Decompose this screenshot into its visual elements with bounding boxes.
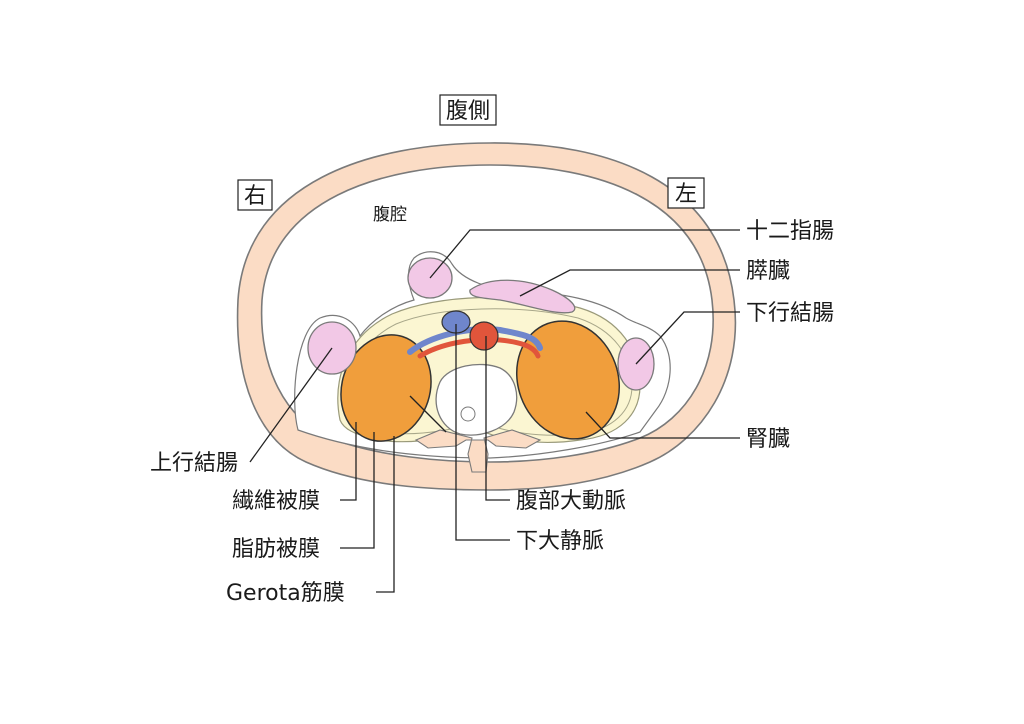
inferior-vena-cava-label: 下大静脈 <box>516 529 604 554</box>
left-label: 左 <box>675 182 697 207</box>
spinal-canal <box>460 406 476 422</box>
abdominal-cavity-label: 腹腔 <box>373 205 407 225</box>
left-box <box>667 177 705 209</box>
abdominal-aorta <box>469 321 499 351</box>
ventral-box <box>439 94 497 126</box>
fibrous-capsule-leader <box>340 422 357 501</box>
kidney-label: 腎臓 <box>746 427 790 452</box>
kidney-leader <box>585 411 740 439</box>
adipose-capsule-label: 脂肪被膜 <box>232 537 320 562</box>
body-wall <box>236 142 737 491</box>
descending-colon-leader <box>635 311 740 365</box>
ascending-colon-leader <box>249 347 333 463</box>
renal-artery <box>417 337 541 359</box>
right-label: 右 <box>244 184 266 209</box>
abdominal-aorta-label: 腹部大動脈 <box>516 489 626 514</box>
gerota-fascia-label: Gerota筋膜 <box>226 581 345 606</box>
adipose-capsule-outline <box>346 308 633 436</box>
pancreas-leader <box>519 269 740 297</box>
left-kidney <box>515 320 621 440</box>
ascending-colon-label: 上行結腸 <box>150 451 238 476</box>
ventral-label: 腹側 <box>446 99 490 124</box>
vertebral-body <box>435 363 518 436</box>
right-kidney <box>340 334 432 442</box>
duodenum-leader <box>429 229 740 279</box>
gerota-fascia-leader <box>376 436 395 593</box>
kidney-left-leader <box>409 395 447 433</box>
vertebral-arch <box>414 429 542 473</box>
inferior-vena-cava-leader <box>455 324 510 541</box>
duodenum-label: 十二指腸 <box>746 219 834 244</box>
adipose-capsule-leader <box>340 432 375 549</box>
descending-colon-label: 下行結腸 <box>746 301 834 326</box>
right-box <box>237 179 273 211</box>
pancreas <box>469 279 576 314</box>
renal-vein <box>407 326 543 355</box>
abdominal-aorta-leader <box>485 336 510 501</box>
fibrous-capsule-label: 繊維被膜 <box>232 489 320 514</box>
pancreas-label: 膵臓 <box>746 259 790 284</box>
